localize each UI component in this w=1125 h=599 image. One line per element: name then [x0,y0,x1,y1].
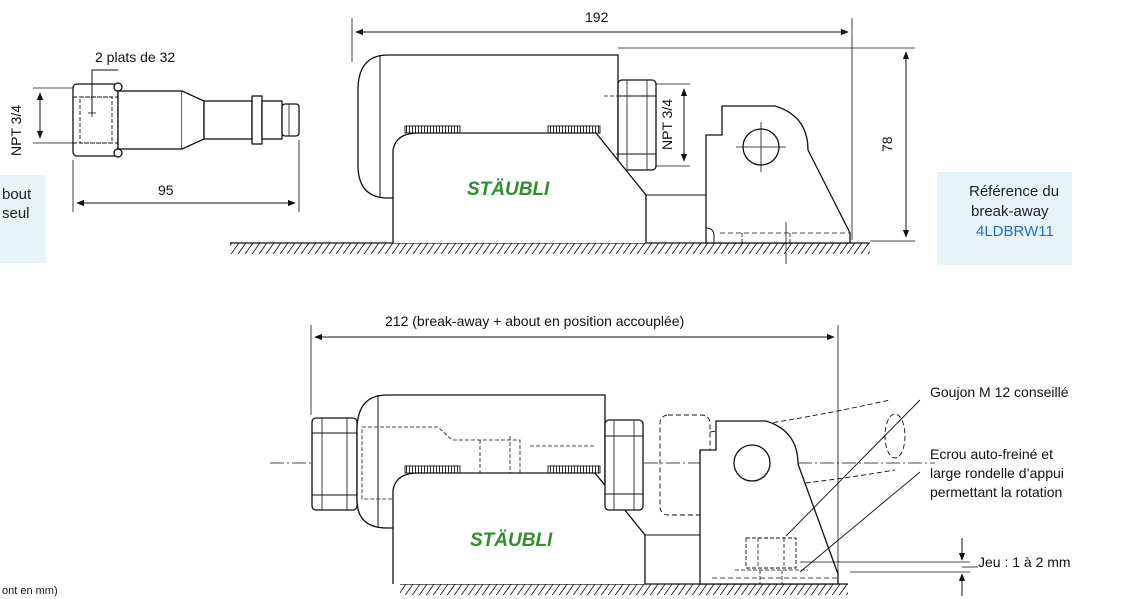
bottom-logo: STÄUBLI [470,530,553,551]
callout-clearance: Jeu : 1 à 2 mm [978,554,1071,570]
callout-nut-line-2: large rondelle d’appui [930,465,1064,481]
top-thread-label: NPT 3/4 [659,99,675,150]
nut-leader [799,471,921,573]
flats-label: 2 plats de 32 [95,49,175,65]
callout-nut-line-1: Ecrou auto-freiné et [930,446,1053,462]
breakaway-assembled-view [270,394,935,595]
assembled-length-label: 212 (break-away + about en position acco… [385,313,684,329]
reference-code: 4LDBRW11 [976,223,1054,240]
top-length-label: 192 [585,9,609,25]
left-panel-line-1: bout [2,186,32,203]
stud-leader [785,399,921,537]
left-info-panel: bout seul [0,175,46,263]
callout-nut-line-3: permettant la rotation [930,484,1062,500]
left-panel-line-2: seul [2,205,30,222]
coupling-plug [72,82,300,158]
top-logo: STÄUBLI [467,179,550,200]
left-length-label: 95 [158,182,174,198]
breakaway-top-view [230,54,870,264]
reference-line-2: break-away [971,203,1049,220]
left-thread-label: NPT 3/4 [8,105,24,156]
units-footnote: ont en mm) [2,585,58,597]
reference-panel: Référence du break-away 4LDBRW11 [937,172,1072,265]
reference-line-1: Référence du [969,183,1060,200]
top-height-label: 78 [879,136,895,152]
flats-leader [91,69,118,113]
callout-stud: Goujon M 12 conseillé [930,384,1069,400]
